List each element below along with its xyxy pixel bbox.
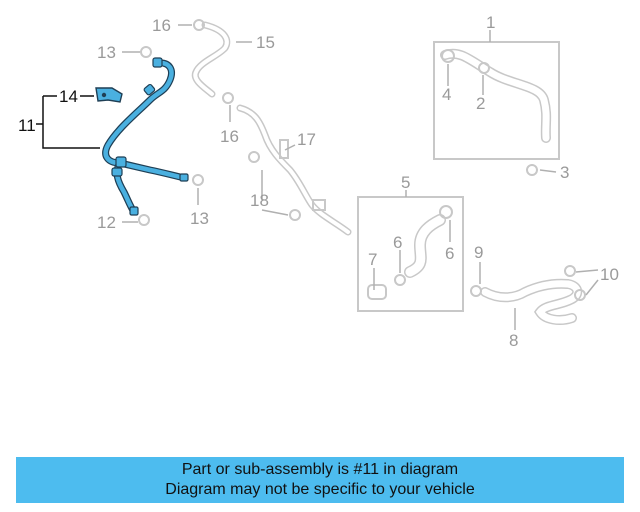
callout-6-right: 6	[445, 244, 454, 263]
banner-line-disclaimer: Diagram may not be specific to your vehi…	[165, 481, 475, 498]
bracket-part-14[interactable]	[95, 87, 123, 103]
leader-lines-active	[36, 95, 100, 149]
callout-16-top: 16	[152, 16, 171, 35]
callout-4: 4	[442, 85, 451, 104]
callout-3: 3	[560, 163, 569, 182]
callout-15: 15	[256, 33, 275, 52]
callout-9: 9	[474, 243, 483, 262]
callout-6-left: 6	[393, 233, 402, 252]
callout-14: 14	[59, 87, 78, 106]
callout-13-top: 13	[97, 43, 116, 62]
callout-16-mid: 16	[220, 127, 239, 146]
pipe-part-17[interactable]	[236, 104, 352, 236]
callout-18: 18	[250, 191, 269, 210]
banner-line-part: Part or sub-assembly is #11 in diagram	[181, 461, 459, 478]
assembly-box-5[interactable]	[357, 196, 464, 312]
callout-8: 8	[509, 331, 518, 350]
leader-lines	[122, 24, 599, 330]
callout-2: 2	[476, 94, 485, 113]
callout-7: 7	[368, 250, 377, 269]
callout-17: 17	[297, 130, 316, 149]
callout-5: 5	[401, 173, 410, 192]
callout-12: 12	[97, 213, 116, 232]
assembly-box-1[interactable]	[433, 41, 560, 160]
info-banner: Part or sub-assembly is #11 in diagram D…	[16, 457, 624, 503]
callout-10: 10	[600, 265, 619, 284]
callout-1: 1	[486, 13, 495, 32]
callout-13-bottom: 13	[190, 209, 209, 228]
hose-assembly-11[interactable]	[102, 57, 189, 216]
callout-11: 11	[18, 116, 36, 135]
clamps	[138, 19, 301, 226]
